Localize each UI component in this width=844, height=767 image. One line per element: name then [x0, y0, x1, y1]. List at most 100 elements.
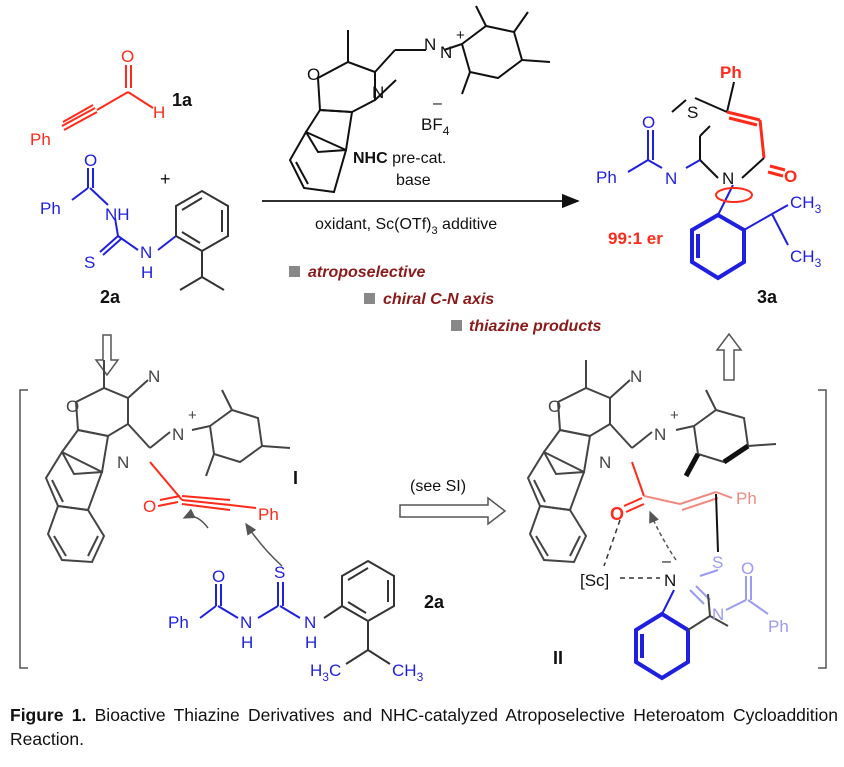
- intermediate-i-n-c: N: [117, 453, 129, 472]
- aryl-ring-2a: [175, 189, 229, 291]
- bf4-minus-label: –: [433, 95, 442, 112]
- lower-compound-number-2a: 2a: [424, 592, 445, 612]
- plus-sign: +: [160, 169, 171, 189]
- lower-h2-label: H: [305, 633, 317, 652]
- caption-figure-number: Figure 1.: [10, 705, 87, 725]
- nh-label-2a: NH: [105, 205, 130, 224]
- intermediate-i: [44, 360, 291, 564]
- product-ph-left-label: Ph: [596, 168, 617, 187]
- ii-label: II: [553, 648, 563, 668]
- lower-amide-o-label: O: [212, 567, 225, 586]
- product-amide-o-label: O: [642, 113, 655, 132]
- nhc-precat-text: NHC pre-cat.: [353, 150, 446, 167]
- ii-s-label: S: [712, 553, 723, 572]
- rotation-axis-arrow: [715, 187, 753, 203]
- hollow-arrow-down: [94, 334, 120, 377]
- enantiomeric-ratio: 99:1 er: [608, 229, 663, 248]
- ii-n-c-label: N: [599, 453, 611, 472]
- intermediate-i-plus: +: [188, 407, 197, 424]
- product-3a: [627, 81, 789, 281]
- figure-caption: Figure 1. Bioactive Thiazine Derivatives…: [10, 703, 838, 751]
- intermediate-i-label: I: [293, 468, 298, 488]
- product-s-label: S: [687, 103, 698, 122]
- curly-arrow-sulfur: [245, 522, 283, 567]
- feature-chiral-cn-axis: chiral C-N axis: [383, 291, 494, 308]
- ch3-bottom-label: CH3: [790, 247, 822, 270]
- product-imine-n-label: N: [665, 169, 677, 188]
- ii-ph-label: Ph: [736, 489, 757, 508]
- compound-number-1a: 1a: [172, 90, 193, 110]
- carbonyl-o-label-2a: O: [84, 151, 97, 170]
- ii-sc-label: [Sc]: [580, 571, 609, 590]
- compound-number-3a: 3a: [757, 287, 778, 307]
- hollow-arrow-right: [399, 496, 507, 526]
- feature-thiazine-products: thiazine products: [469, 318, 602, 335]
- compound-number-2a: 2a: [100, 287, 121, 307]
- phenyl-label-2a: Ph: [40, 199, 61, 218]
- aniline-n-label-2a: N: [140, 243, 152, 262]
- lower-n2-label: N: [304, 613, 316, 632]
- oxidant-text: oxidant, Sc(OTf)3 additive: [315, 216, 497, 237]
- compound-2a: [71, 168, 177, 256]
- aldehyde-h-label: H: [153, 103, 165, 122]
- ii-imine-n-label: N: [712, 605, 724, 624]
- aldehyde-o-label: O: [121, 47, 134, 66]
- aryl-2a-lower: [323, 559, 395, 665]
- bullet-square-2: [364, 293, 375, 304]
- reaction-scheme: Ph O H 1a + Ph O NH S N H 2a: [19, 5, 827, 684]
- bf4-label: BF4: [421, 115, 450, 138]
- intermediate-i-acyl: [149, 461, 257, 511]
- bullet-square-1: [289, 266, 300, 277]
- product-ph-top-label: Ph: [720, 63, 742, 82]
- nhc-precatalyst: [288, 5, 551, 194]
- ii-thiourea-fragment: [634, 569, 769, 681]
- intermediate-i-ph-label: Ph: [258, 505, 279, 524]
- ii-plus-label: +: [670, 407, 679, 424]
- ch3-top-label: CH3: [790, 193, 822, 216]
- ii-bold-ring-edge: [722, 443, 750, 465]
- ii-n-anion-label: N: [664, 571, 676, 590]
- base-text: base: [396, 172, 431, 189]
- lower-h3c-label: H3C: [310, 661, 341, 684]
- aniline-h-label-2a: H: [141, 263, 153, 282]
- intermediate-i-o-label: O: [66, 397, 79, 416]
- caption-text: Bioactive Thiazine Derivatives and NHC-c…: [10, 705, 839, 749]
- nhc-n-label-a: N: [424, 35, 436, 54]
- intermediate-i-n-b: N: [172, 425, 184, 444]
- ii-n-b-label: N: [654, 425, 666, 444]
- intermediate-ii: [526, 360, 777, 564]
- right-bracket: [818, 389, 827, 669]
- ii-sc-coordination: [603, 519, 660, 579]
- left-bracket: [19, 389, 28, 669]
- hollow-arrow-up: [715, 332, 743, 381]
- thiourea-2a-lower: [199, 582, 301, 619]
- bullet-square-3: [451, 320, 462, 331]
- compound-1a: [61, 65, 154, 131]
- ii-bold-methyl: [683, 452, 701, 478]
- phenyl-label-1a: Ph: [30, 130, 51, 149]
- ii-minus-label: –: [662, 553, 671, 570]
- nhc-n-label-c: N: [372, 83, 384, 102]
- product-keto-o-label: O: [784, 167, 797, 186]
- lower-s-label: S: [274, 563, 285, 582]
- intermediate-i-acyl-o-label: O: [143, 497, 156, 516]
- ii-curly-arrow: [649, 510, 677, 561]
- lower-h1-label: H: [241, 633, 253, 652]
- see-si-text: (see SI): [410, 478, 466, 495]
- intermediate-i-n-a: N: [148, 367, 160, 386]
- ii-o-label: O: [548, 397, 561, 416]
- thione-s-label-2a: S: [84, 253, 95, 272]
- curly-arrow-attack: [182, 508, 209, 529]
- nhc-plus-label: +: [456, 27, 465, 44]
- lower-ch3-label: CH3: [392, 661, 424, 684]
- ii-n-a-label: N: [630, 367, 642, 386]
- lower-n1-label: N: [240, 613, 252, 632]
- nhc-n-label-b: N: [440, 43, 452, 62]
- product-ring-n-label: N: [722, 169, 734, 188]
- ii-acyl-o-label: O: [610, 504, 624, 524]
- ii-amide-o-label: O: [741, 559, 754, 578]
- ii-acyl-alkene: [623, 461, 733, 553]
- nhc-o-label: O: [307, 65, 320, 84]
- feature-atroposelective: atroposelective: [308, 264, 425, 281]
- lower-ph-amide-label: Ph: [168, 613, 189, 632]
